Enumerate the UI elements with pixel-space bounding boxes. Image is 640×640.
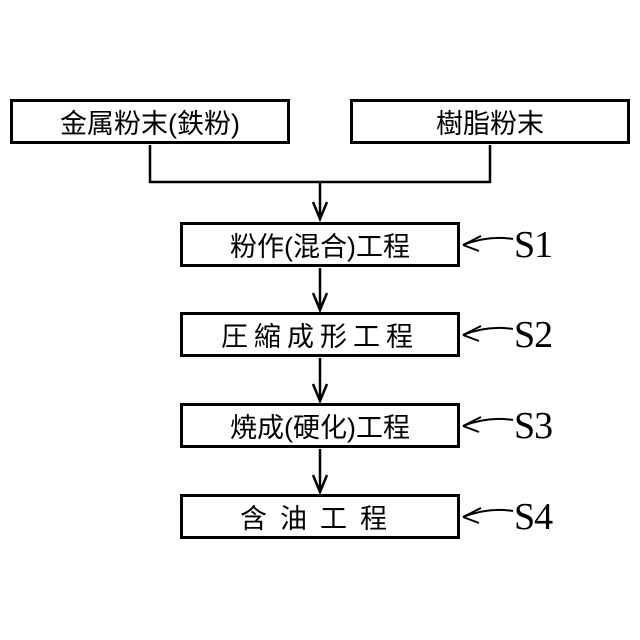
flow-arrow-s3-s4 [311, 449, 329, 496]
input-box-resin-powder: 樹脂粉末 [350, 99, 630, 144]
flow-arrow-s2-s3 [311, 358, 329, 405]
step-ref-s4: S4 [514, 495, 553, 538]
ref-arrow-s3 [462, 416, 514, 433]
ref-arrow-s1 [462, 235, 514, 252]
process-box-s2: 圧縮成形工程 [180, 312, 460, 357]
process-box-s3: 焼成(硬化)工程 [180, 403, 460, 448]
input-box-metal-powder: 金属粉末(鉄粉) [10, 99, 290, 144]
step-ref-s1: S1 [514, 223, 553, 266]
process-box-s3-label: 焼成(硬化)工程 [230, 413, 410, 443]
step-ref-s2: S2 [514, 313, 553, 356]
ref-arrow-s4 [462, 507, 514, 524]
input-box-metal-powder-label: 金属粉末(鉄粉) [60, 109, 240, 139]
process-box-s1-label: 粉作(混合)工程 [230, 232, 410, 262]
ref-arrow-s2 [462, 325, 514, 342]
input-box-resin-powder-label: 樹脂粉末 [436, 109, 544, 139]
process-box-s2-label: 圧縮成形工程 [221, 322, 419, 352]
process-box-s4-label: 含油工程 [240, 504, 400, 534]
process-box-s1: 粉作(混合)工程 [180, 222, 460, 267]
flow-arrow-s1-s2 [311, 268, 329, 314]
merge-connector [148, 145, 492, 223]
step-ref-s3: S3 [514, 404, 553, 447]
process-box-s4: 含油工程 [180, 494, 460, 539]
